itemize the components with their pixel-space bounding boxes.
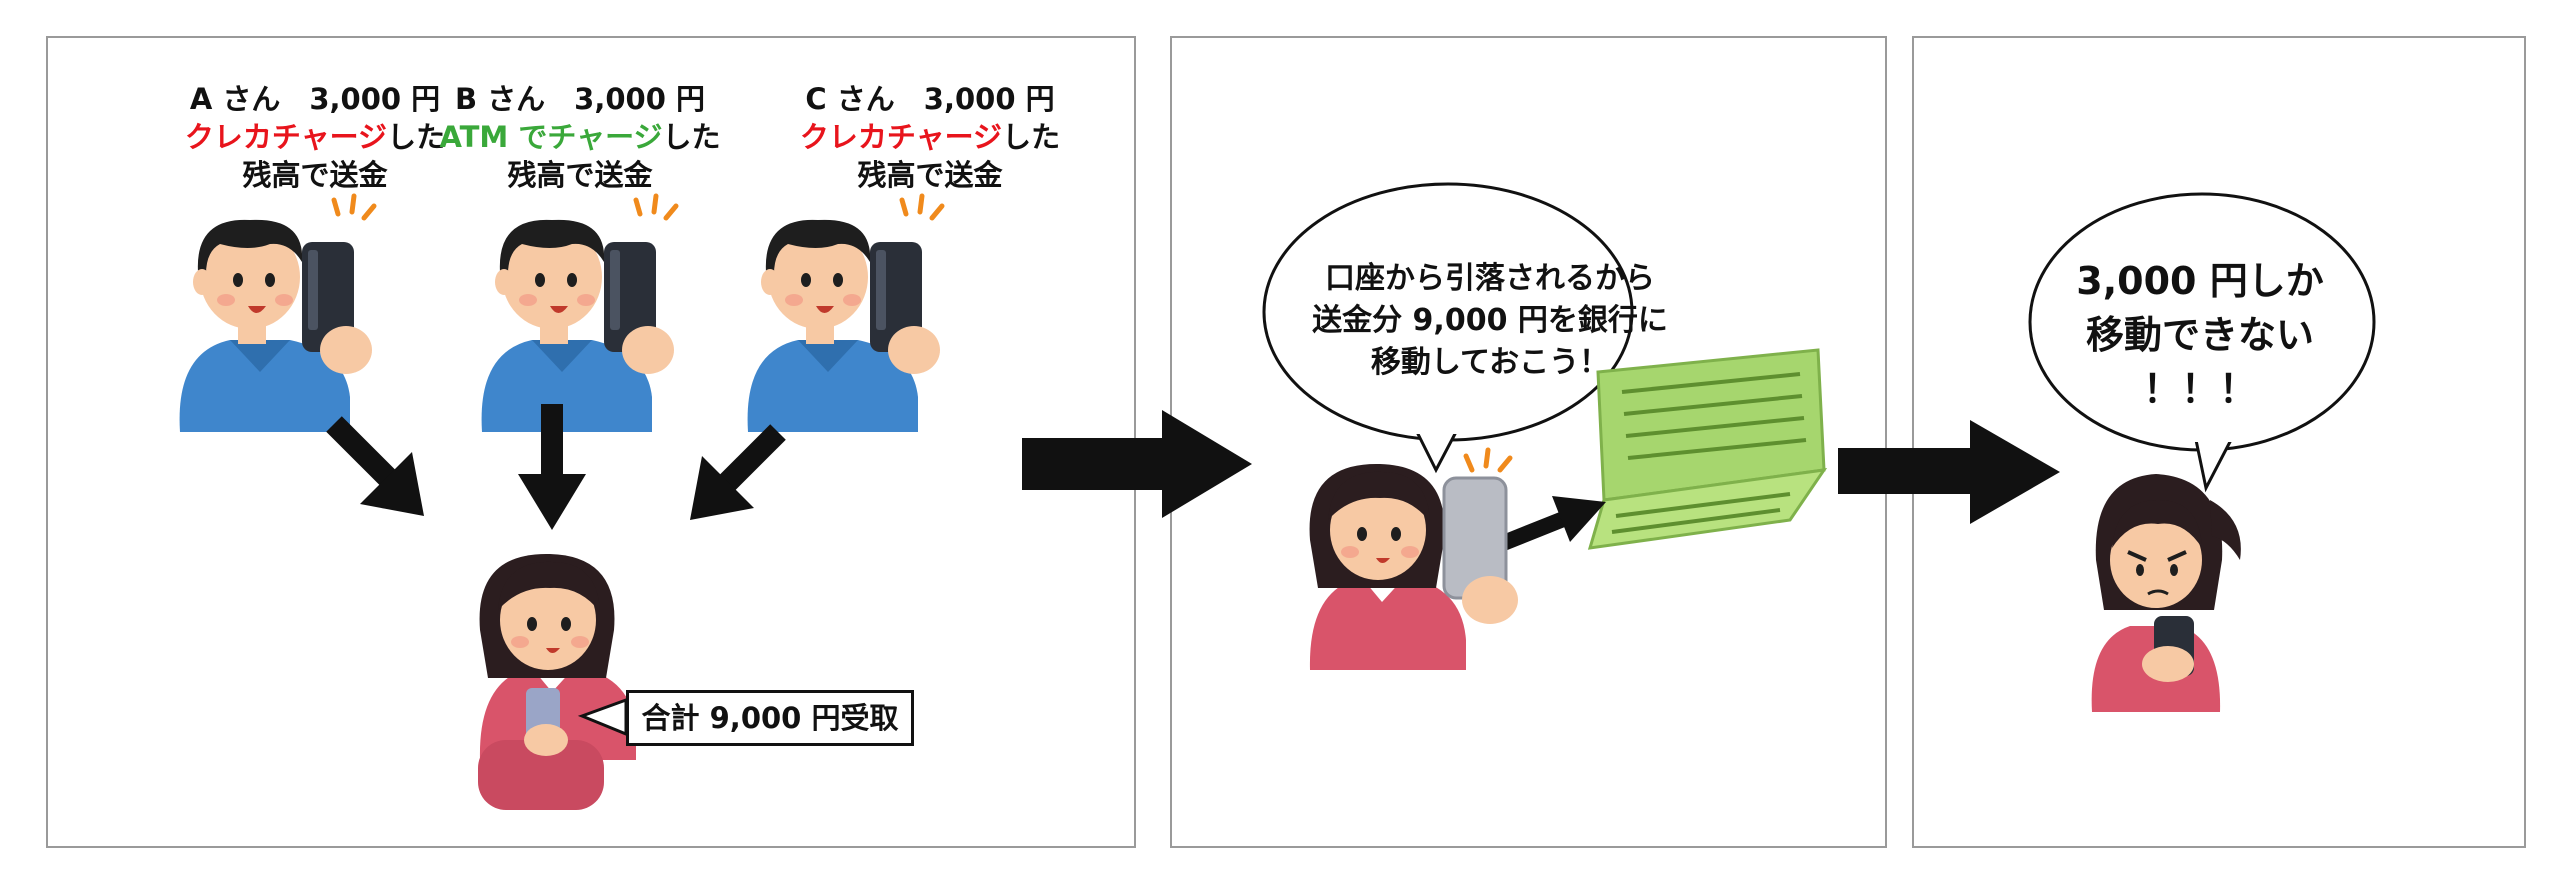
sender-name-amount: C さん 3,000 円 [805,82,1055,116]
speech-line: 送金分 9,000 円を銀行に [1312,303,1668,338]
sender-name-amount: A さん 3,000 円 [189,82,441,116]
speech-text-move-to-bank: 口座から引落されるから 送金分 9,000 円を銀行に 移動しておこう！ [1280,258,1700,384]
sender-b-label: B さん 3,000 円 ATM でチャージした 残高で送金 [420,80,740,194]
speech-line: ！！！ [2142,367,2257,411]
charge-method: クレカチャージ [184,120,388,154]
charge-method-suffix: した [662,120,721,154]
speech-bubble [2028,192,2376,493]
man-c-icon [748,196,942,432]
woman-frustrated-icon [2091,474,2241,712]
sender-action: 残高で送金 [507,158,653,192]
arrow-icon [1493,496,1606,554]
arrow-icon [1838,420,2060,524]
charge-method-suffix: した [1002,120,1061,154]
speech-line: 移動できない [2085,313,2314,357]
charge-method-suffix: した [387,120,446,154]
charge-method: クレカチャージ [799,120,1003,154]
charge-method: ATM でチャージ [439,120,663,154]
woman-receiver-icon [478,553,636,810]
arrow-icon [690,424,786,520]
arrow-icon [518,404,586,530]
speech-line: 口座から引落されるから [1325,261,1655,296]
sender-c-label: C さん 3,000 円 クレカチャージした 残高で送金 [770,80,1090,194]
sender-action: 残高で送金 [242,158,388,192]
arrow-icon [326,416,424,516]
woman-planning-icon [1309,447,1518,670]
bankbook-icon [1587,348,1828,550]
sender-a-label: A さん 3,000 円 クレカチャージした 残高で送金 [155,80,475,194]
speech-text-insufficient: 3,000 円しか 移動できない ！！！ [2050,254,2350,416]
speech-bubble [1262,182,1634,474]
receive-total-label: 合計 9,000 円受取 [626,690,914,746]
man-a-icon [180,196,374,432]
sender-action: 残高で送金 [857,158,1003,192]
speech-line: 移動しておこう！ [1370,345,1610,380]
man-b-icon [482,196,676,432]
sender-name-amount: B さん 3,000 円 [454,82,706,116]
speech-line: 3,000 円しか [2076,259,2324,303]
arrow-icon [1022,410,1252,518]
